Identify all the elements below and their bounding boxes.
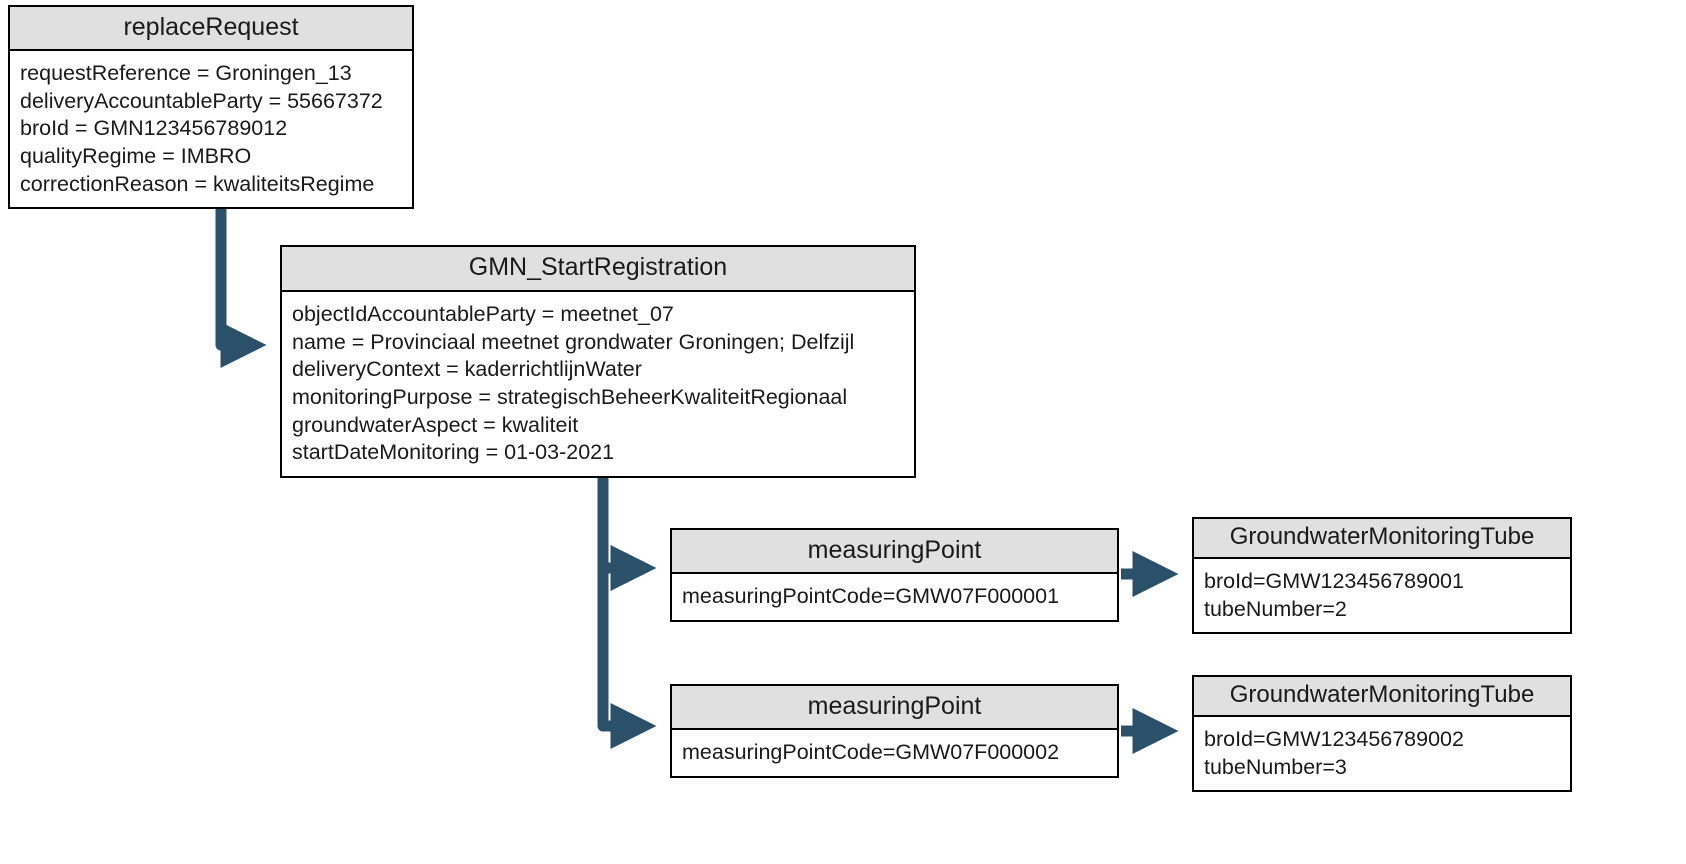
node-measuring-point-1[interactable]: measuringPoint measuringPointCode=GMW07F… bbox=[670, 528, 1119, 622]
attribute-start-date-monitoring: startDateMonitoring = 01-03-2021 bbox=[292, 440, 615, 465]
attribute-groundwater-aspect: groundwaterAspect = kwaliteit bbox=[292, 412, 579, 437]
node-groundwater-monitoring-tube-1-title: GroundwaterMonitoringTube bbox=[1194, 519, 1570, 559]
node-groundwater-monitoring-tube-1-attributes: broId=GMW123456789001 tubeNumber=2 bbox=[1194, 559, 1570, 633]
attribute-measuring-point-code: measuringPointCode=GMW07F000001 bbox=[682, 584, 1060, 608]
node-groundwater-monitoring-tube-2-attributes: broId=GMW123456789002 tubeNumber=3 bbox=[1194, 717, 1570, 791]
node-measuring-point-1-attributes: measuringPointCode=GMW07F000001 bbox=[672, 574, 1117, 620]
connector-gmn-start-registration-to-measuring-point-1 bbox=[597, 473, 657, 592]
node-measuring-point-2-attributes: measuringPointCode=GMW07F000002 bbox=[672, 730, 1117, 776]
attribute-correction-reason: correctionReason = kwaliteitsRegime bbox=[20, 171, 375, 196]
node-groundwater-monitoring-tube-2[interactable]: GroundwaterMonitoringTube broId=GMW12345… bbox=[1192, 675, 1572, 793]
attribute-bro-id: broId = GMN123456789012 bbox=[20, 116, 288, 141]
node-replace-request[interactable]: replaceRequest requestReference = Gronin… bbox=[8, 5, 414, 210]
node-replace-request-title: replaceRequest bbox=[10, 7, 412, 51]
node-measuring-point-2-title: measuringPoint bbox=[672, 686, 1117, 730]
attribute-monitoring-purpose: monitoringPurpose = strategischBeheerKwa… bbox=[292, 384, 848, 409]
attribute-request-reference: requestReference = Groningen_13 bbox=[20, 61, 352, 85]
attribute-tube-number: tubeNumber=2 bbox=[1204, 596, 1347, 621]
attribute-bro-id: broId=GMW123456789001 bbox=[1204, 569, 1464, 593]
attribute-measuring-point-code: measuringPointCode=GMW07F000002 bbox=[682, 740, 1060, 764]
connector-gmn-start-registration-to-measuring-point-2 bbox=[597, 473, 657, 750]
attribute-delivery-context: deliveryContext = kaderrichtlijnWater bbox=[292, 357, 642, 382]
node-groundwater-monitoring-tube-2-title: GroundwaterMonitoringTube bbox=[1194, 677, 1570, 717]
node-replace-request-attributes: requestReference = Groningen_13 delivery… bbox=[10, 51, 412, 208]
attribute-object-id-accountable-party: objectIdAccountableParty = meetnet_07 bbox=[292, 302, 674, 326]
connector-replace-request-to-gmn-start-registration bbox=[215, 205, 267, 369]
node-groundwater-monitoring-tube-1[interactable]: GroundwaterMonitoringTube broId=GMW12345… bbox=[1192, 517, 1572, 635]
attribute-delivery-accountable-party: deliveryAccountableParty = 55667372 bbox=[20, 88, 383, 113]
attribute-name: name = Provinciaal meetnet grondwater Gr… bbox=[292, 329, 855, 354]
attribute-bro-id: broId=GMW123456789002 bbox=[1204, 727, 1464, 751]
node-measuring-point-1-title: measuringPoint bbox=[672, 530, 1117, 574]
node-gmn-start-registration-title: GMN_StartRegistration bbox=[282, 247, 914, 292]
node-measuring-point-2[interactable]: measuringPoint measuringPointCode=GMW07F… bbox=[670, 684, 1119, 778]
attribute-quality-regime: qualityRegime = IMBRO bbox=[20, 143, 252, 168]
node-gmn-start-registration-attributes: objectIdAccountableParty = meetnet_07 na… bbox=[282, 292, 914, 476]
attribute-tube-number: tubeNumber=3 bbox=[1204, 754, 1347, 779]
node-gmn-start-registration[interactable]: GMN_StartRegistration objectIdAccountabl… bbox=[280, 245, 916, 478]
